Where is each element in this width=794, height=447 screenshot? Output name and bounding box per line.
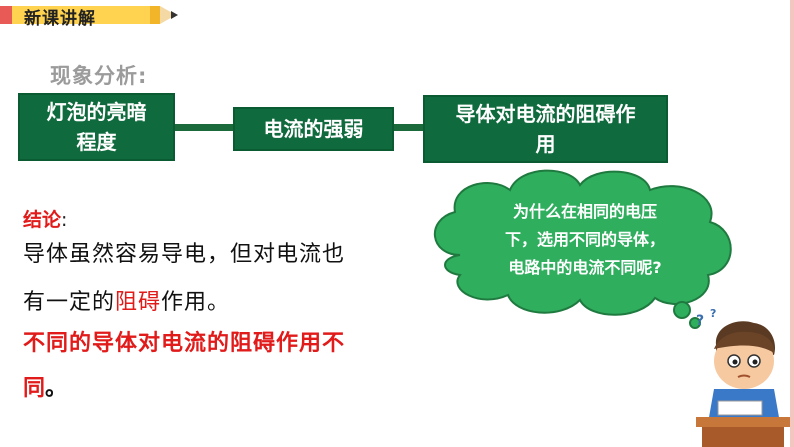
- analysis-title: 现象分析:: [50, 64, 148, 88]
- header-bar: 新课讲解: [0, 0, 794, 29]
- box1-line2: 程度: [76, 130, 117, 154]
- bubble-line2: 下，选用不同的导体，: [504, 230, 665, 249]
- pencil-band: [150, 6, 160, 24]
- line4-period: 。: [45, 376, 68, 401]
- pencil-lead: [171, 11, 178, 19]
- svg-text:?: ?: [710, 307, 716, 320]
- conclusion-line-1: 导体虽然容易导电，但对电流也: [23, 242, 346, 267]
- pencil-eraser: [0, 6, 12, 24]
- flow-box-current-strength: 电流的强弱: [233, 107, 394, 151]
- conclusion-heading: 结论:: [23, 205, 67, 232]
- line2-suffix: 作用。: [161, 290, 231, 315]
- svg-text:?: ?: [696, 313, 704, 329]
- bubble-line3: 电路中的电流不同呢?: [508, 258, 662, 277]
- line2-highlight: 阻碍: [115, 290, 162, 315]
- line4-text: 同: [23, 376, 46, 401]
- line2-prefix: 有一定的: [23, 290, 116, 315]
- conclusion-colon: :: [61, 209, 68, 231]
- conclusion-line-3: 不同的导体对电流的阻碍作用不: [23, 331, 346, 356]
- pencil-icon: [0, 6, 150, 24]
- pencil-tip: [160, 6, 176, 24]
- box3-line2: 用: [535, 132, 556, 156]
- conclusion-line-2: 有一定的阻碍作用。: [23, 284, 230, 316]
- page-edge: [790, 0, 794, 447]
- box1-line1: 灯泡的亮暗: [46, 100, 147, 124]
- bubble-line1: 为什么在相同的电压: [512, 202, 657, 221]
- conclusion-line-4: 同。: [23, 370, 67, 402]
- thinking-student-illustration: ? ?: [696, 307, 790, 447]
- thought-bubble: [434, 169, 732, 329]
- box3-line1: 导体对电流的阻碍作: [455, 102, 636, 126]
- section-title: 新课讲解: [24, 9, 96, 29]
- thought-bubble-text: 为什么在相同的电压 下，选用不同的导体， 电路中的电流不同呢?: [470, 198, 700, 282]
- flow-box-bulb-brightness: 灯泡的亮暗 程度: [18, 93, 175, 161]
- conclusion-label: 结论: [23, 209, 62, 231]
- flow-box-resistance: 导体对电流的阻碍作 用: [423, 95, 668, 163]
